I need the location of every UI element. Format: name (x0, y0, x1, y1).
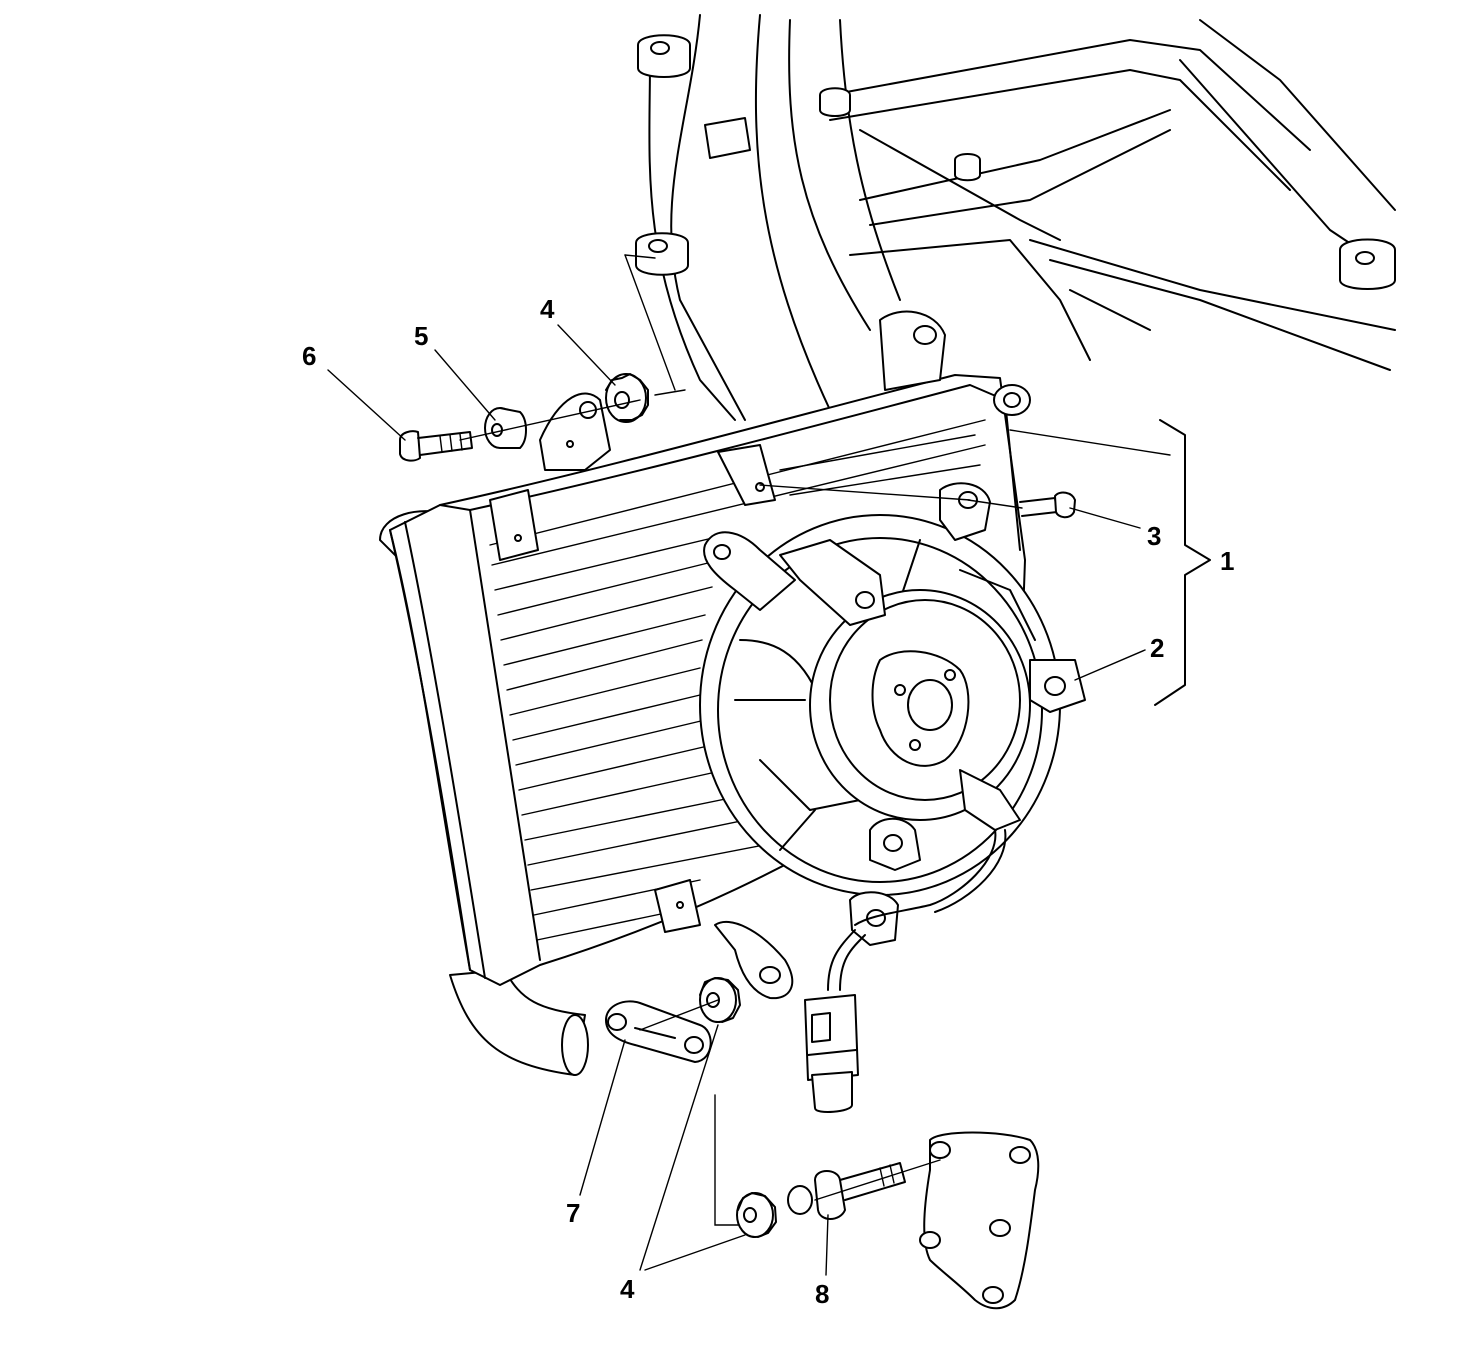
fan-connector (804, 994, 859, 1113)
callout-5: 5 (414, 321, 428, 351)
top-left-hardware (399, 254, 686, 462)
callout-2: 2 (1150, 633, 1164, 663)
callout-4-top: 4 (540, 294, 555, 324)
callout-3: 3 (1147, 521, 1161, 551)
callout-1: 1 (1220, 546, 1234, 576)
callouts: 1 2 3 4 4 5 6 7 8 (302, 294, 1234, 1309)
callout-7: 7 (566, 1198, 580, 1228)
callout-6: 6 (302, 341, 316, 371)
leader-lines (327, 324, 1211, 1276)
screw-3 (967, 491, 1076, 519)
callout-8: 8 (815, 1279, 829, 1309)
frame (635, 14, 1396, 451)
cooling-fan (699, 482, 1086, 991)
radiator-fins (489, 419, 986, 941)
callout-4-bottom: 4 (620, 1274, 635, 1304)
bottom-hardware (605, 977, 1040, 1310)
